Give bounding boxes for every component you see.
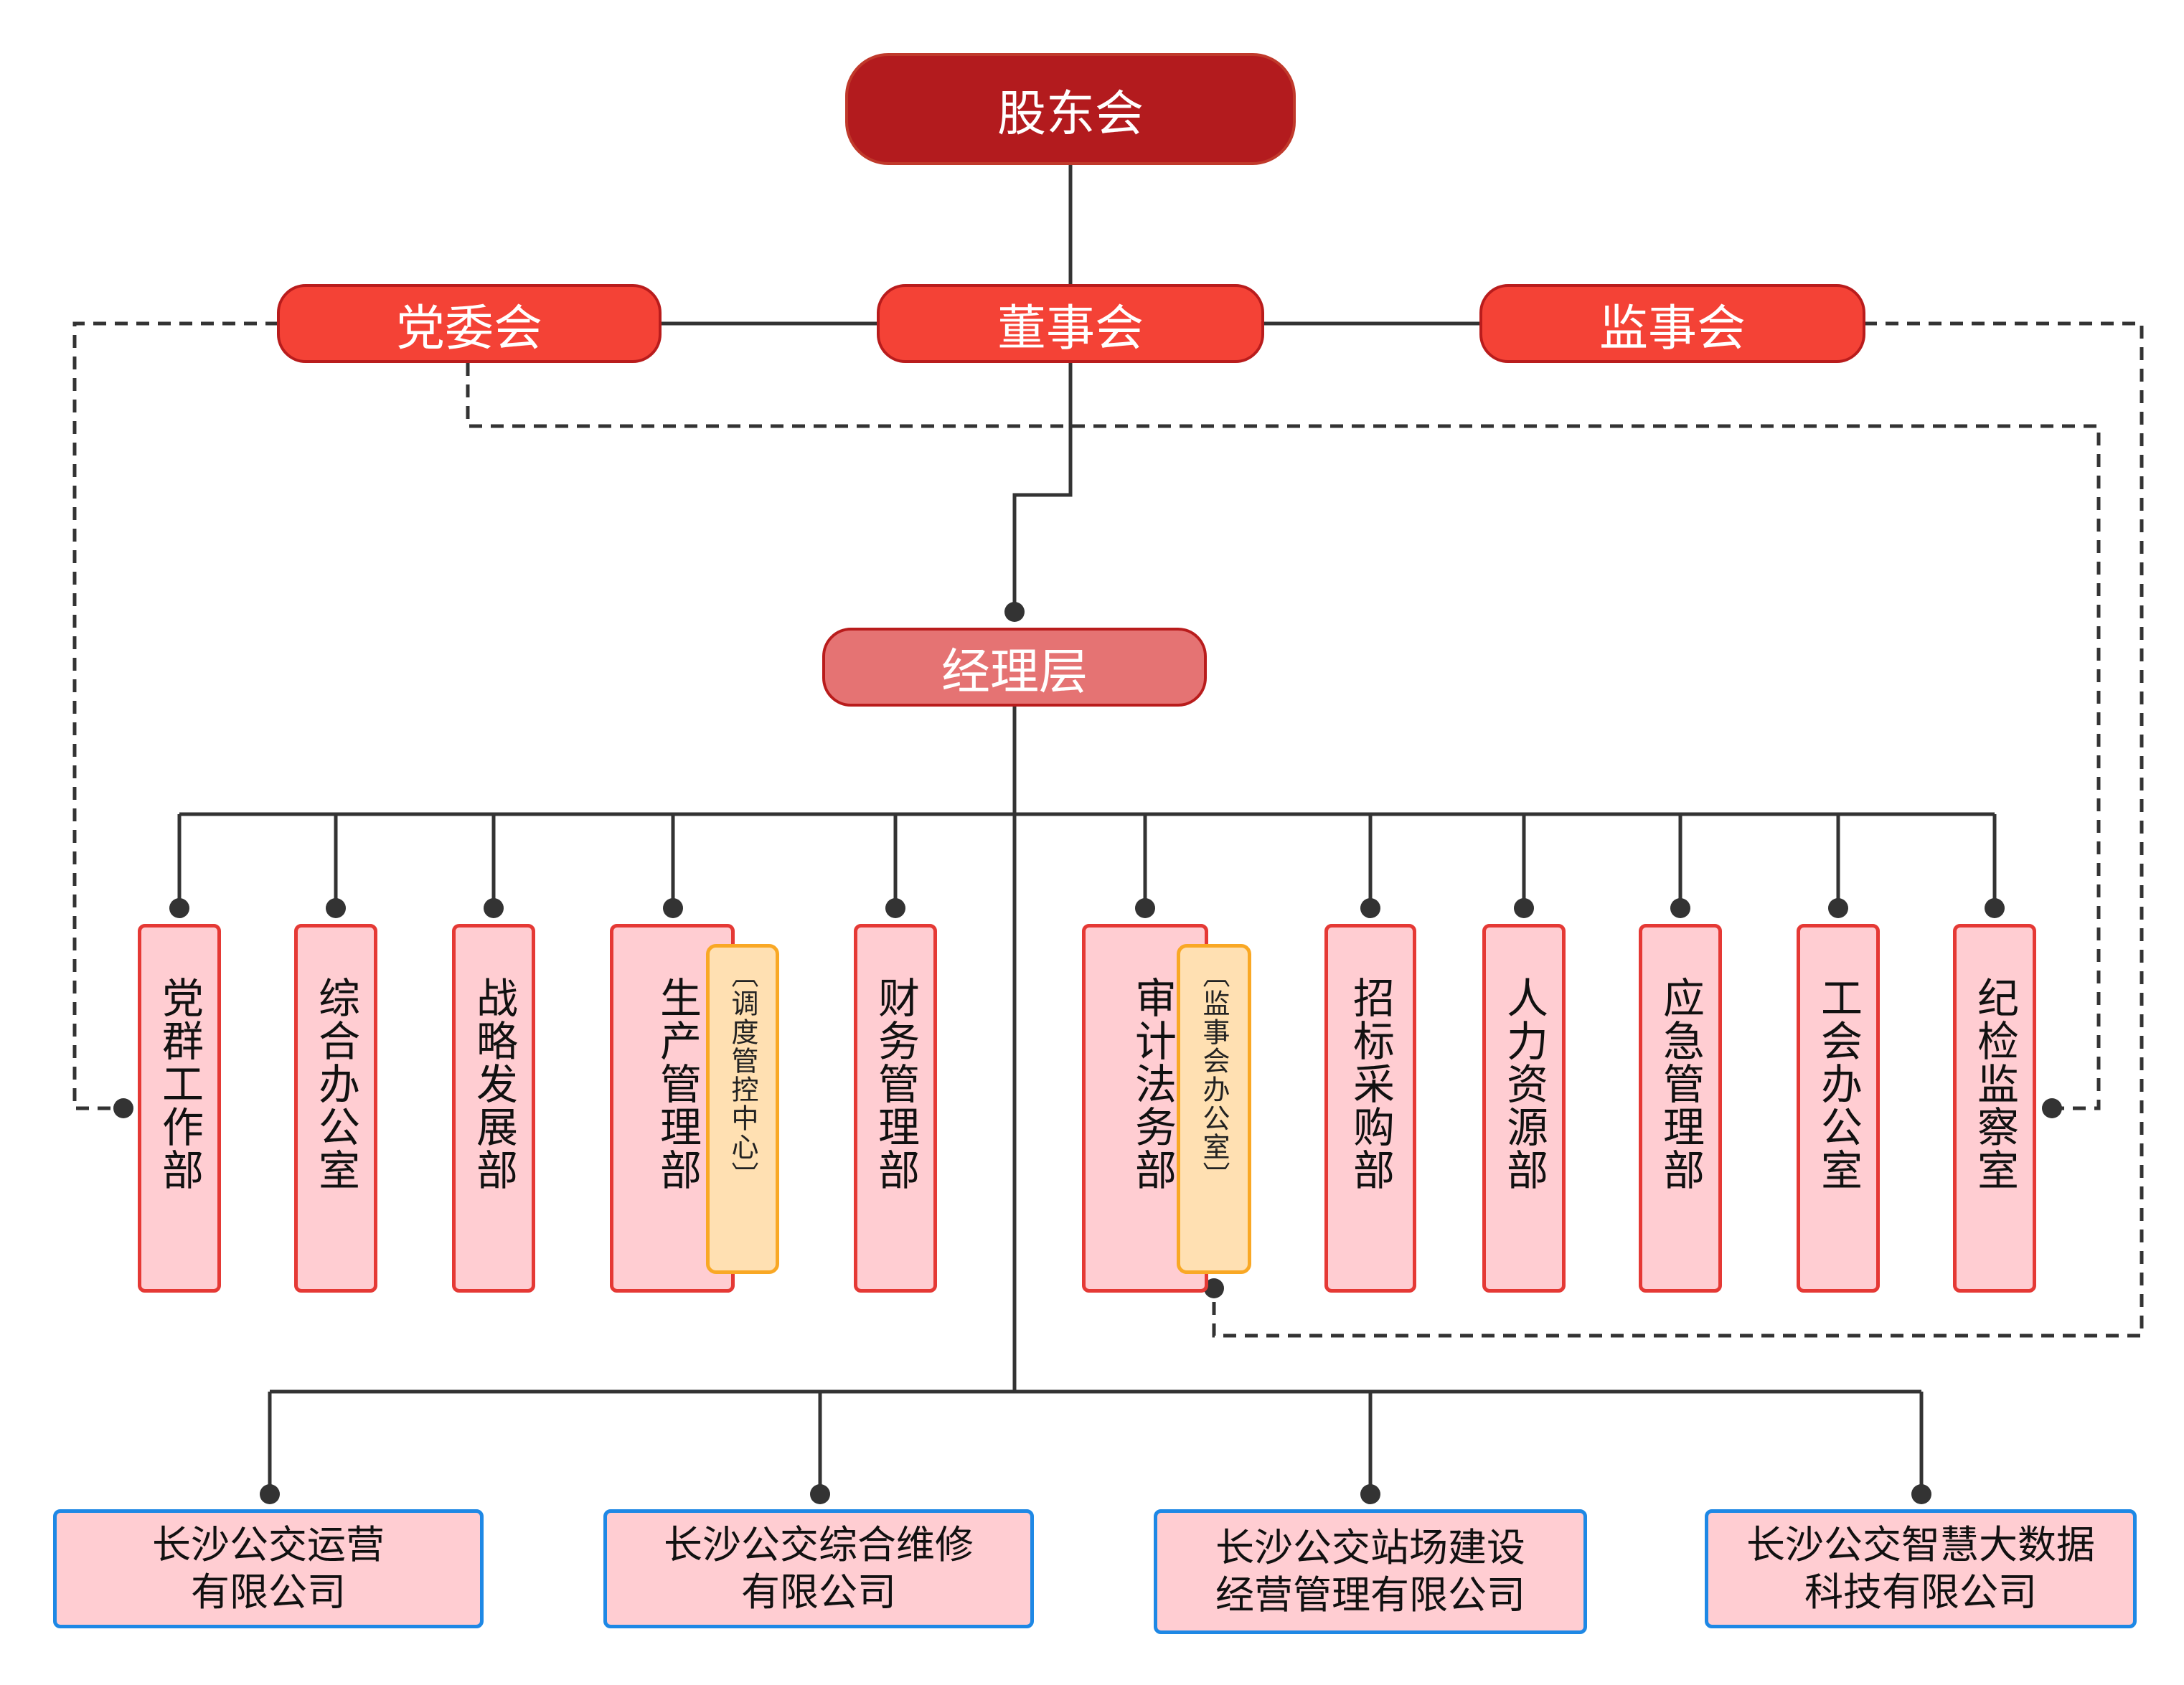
department-node: 党群工作部 xyxy=(138,924,221,1293)
department-label: 工会办公室 xyxy=(1814,976,1863,1191)
company-node: 长沙公交综合维修 有限公司 xyxy=(603,1509,1034,1628)
department-label: 人力资源部 xyxy=(1500,976,1548,1191)
department-label: 党群工作部 xyxy=(155,976,204,1191)
management-node: 经理层 xyxy=(822,628,1207,707)
sub-unit-label: ︹调度管控中心︺ xyxy=(727,961,758,1190)
dashed-party-to-discipline xyxy=(466,363,2101,1110)
department-node: 工会办公室 xyxy=(1797,924,1880,1293)
connector-board-to-manager xyxy=(1012,363,1073,610)
board-of-directors-label: 董事会 xyxy=(997,300,1144,357)
sub-unit-node: ︹调度管控中心︺ xyxy=(706,944,779,1274)
board-of-supervisors-label: 监事会 xyxy=(1599,300,1746,357)
dashed-supervisors-to-office xyxy=(1212,321,2144,1338)
connector-dept-drops xyxy=(177,814,1997,905)
department-label: 招标采购部 xyxy=(1346,976,1395,1191)
department-node: 人力资源部 xyxy=(1482,924,1566,1293)
department-label: 财务管理部 xyxy=(871,976,920,1191)
department-node: 应急管理部 xyxy=(1639,924,1722,1293)
department-node: 综合办公室 xyxy=(294,924,377,1293)
party-committee-label: 党委会 xyxy=(395,300,542,357)
department-label: 应急管理部 xyxy=(1656,976,1705,1191)
party-committee-node: 党委会 xyxy=(277,284,662,363)
department-label: 纪检监察室 xyxy=(1970,976,2019,1191)
connector-dots xyxy=(113,602,2062,1504)
department-label: 审计法务部 xyxy=(1128,976,1177,1191)
department-node: 招标采购部 xyxy=(1324,924,1416,1293)
department-label: 战略发展部 xyxy=(469,976,518,1191)
company-node: 长沙公交智慧大数据 科技有限公司 xyxy=(1705,1509,2137,1628)
company-node: 长沙公交站场建设 经营管理有限公司 xyxy=(1154,1509,1587,1634)
company-label: 长沙公交运营 有限公司 xyxy=(152,1522,385,1615)
department-label: 生产管理部 xyxy=(653,976,702,1191)
shareholders-meeting-label: 股东会 xyxy=(997,85,1144,143)
shareholders-meeting-node: 股东会 xyxy=(845,53,1296,165)
department-label: 综合办公室 xyxy=(311,976,360,1191)
management-label: 经理层 xyxy=(941,643,1088,701)
board-of-supervisors-node: 监事会 xyxy=(1479,284,1865,363)
company-label: 长沙公交智慧大数据 科技有限公司 xyxy=(1746,1522,2095,1615)
connector-company-drops xyxy=(268,1392,1924,1492)
company-label: 长沙公交站场建设 经营管理有限公司 xyxy=(1215,1525,1525,1618)
department-node: 财务管理部 xyxy=(854,924,937,1293)
sub-unit-label: ︹监事会办公室︺ xyxy=(1198,961,1230,1190)
company-node: 长沙公交运营 有限公司 xyxy=(53,1509,484,1628)
solid-connectors xyxy=(177,165,1997,1492)
dashed-party-to-party-dept xyxy=(72,321,278,1110)
dashed-connectors xyxy=(72,321,2144,1338)
department-node: 战略发展部 xyxy=(452,924,535,1293)
department-node: 纪检监察室 xyxy=(1953,924,2036,1293)
company-label: 长沙公交综合维修 有限公司 xyxy=(664,1522,974,1615)
board-of-directors-node: 董事会 xyxy=(877,284,1264,363)
sub-unit-node: ︹监事会办公室︺ xyxy=(1177,944,1251,1274)
